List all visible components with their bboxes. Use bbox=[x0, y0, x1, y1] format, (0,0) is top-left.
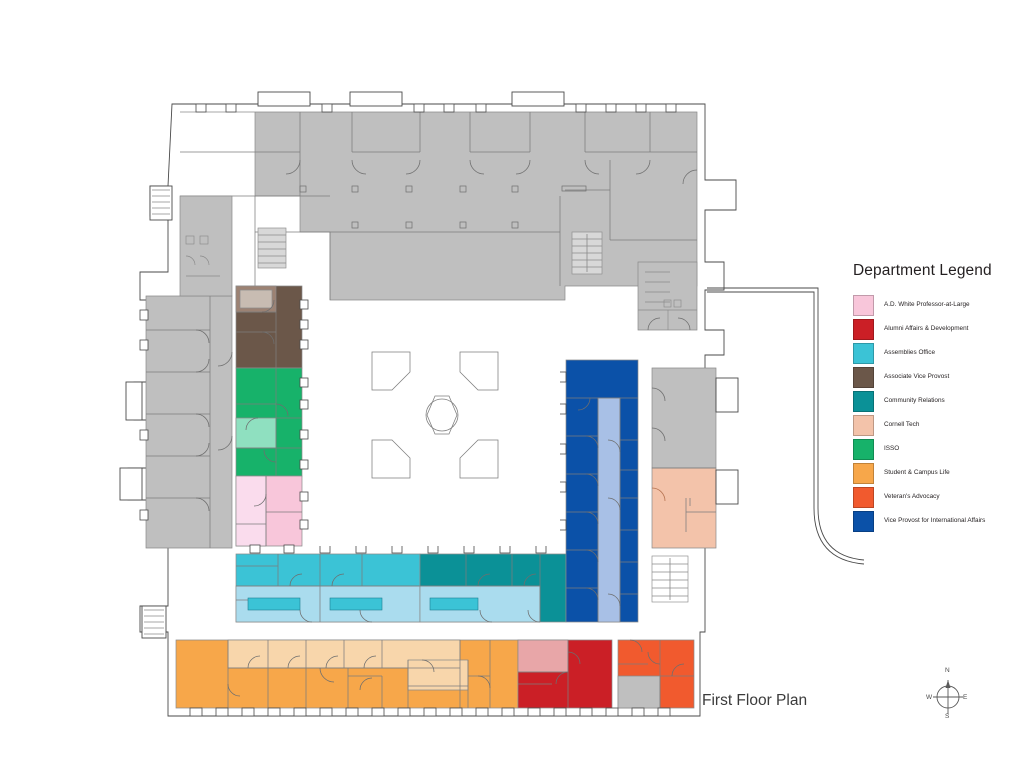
zone-alumni-affairs bbox=[517, 639, 613, 709]
legend-item-label: Alumni Affairs & Development bbox=[884, 325, 969, 332]
legend-item: ISSO bbox=[853, 437, 1021, 461]
zone-north-wing bbox=[180, 91, 698, 301]
south-windows bbox=[189, 707, 671, 717]
legend-item-label: Veteran's Advocacy bbox=[884, 493, 940, 500]
legend-item: Student & Campus Life bbox=[853, 461, 1021, 485]
zone-student-campus-life bbox=[175, 639, 519, 709]
legend-color-swatch bbox=[853, 486, 874, 508]
zone-east-outer-wing bbox=[651, 367, 739, 603]
legend-color-swatch bbox=[853, 342, 874, 364]
compass-rose: N S E W bbox=[925, 667, 971, 720]
legend-item: A.D. White Professor-at-Large bbox=[853, 293, 1021, 317]
legend-item-label: Associate Vice Provost bbox=[884, 373, 950, 380]
legend-item: Assemblies Office bbox=[853, 341, 1021, 365]
legend-leader-line bbox=[707, 287, 865, 565]
legend-item-label: Assemblies Office bbox=[884, 349, 936, 356]
zone-associate-vice-provost bbox=[235, 285, 303, 369]
zone-west-outer-wing bbox=[119, 295, 233, 549]
zone-ad-white bbox=[235, 475, 303, 547]
legend-item: Associate Vice Provost bbox=[853, 365, 1021, 389]
compass-south-label: S bbox=[945, 713, 950, 720]
legend-item-label: ISSO bbox=[884, 445, 900, 452]
legend-color-swatch bbox=[853, 510, 874, 532]
legend-item: Cornell Tech bbox=[853, 413, 1021, 437]
legend-item-label: Student & Campus Life bbox=[884, 469, 950, 476]
stair-north bbox=[571, 231, 603, 275]
legend-item-label: Vice Provost for International Affairs bbox=[884, 517, 986, 524]
legend-title: Department Legend bbox=[853, 262, 992, 279]
southwest-entry bbox=[141, 605, 167, 639]
legend-color-swatch bbox=[853, 366, 874, 388]
legend-color-swatch bbox=[853, 390, 874, 412]
legend-item-label: A.D. White Professor-at-Large bbox=[884, 301, 970, 308]
legend-item: Vice Provost for International Affairs bbox=[853, 509, 1021, 533]
courtyard-fountain bbox=[425, 395, 459, 435]
zone-community-relations bbox=[419, 553, 567, 623]
compass-icon bbox=[933, 680, 963, 714]
stair-northwest bbox=[257, 227, 287, 269]
legend-item: Alumni Affairs & Development bbox=[853, 317, 1021, 341]
zone-veterans-advocacy bbox=[617, 639, 695, 709]
legend-item-label: Cornell Tech bbox=[884, 421, 920, 428]
compass-west-label: W bbox=[926, 694, 933, 701]
legend-color-swatch bbox=[853, 294, 874, 316]
legend-color-swatch bbox=[853, 462, 874, 484]
page-title: First Floor Plan bbox=[702, 692, 808, 709]
legend-item-label: Community Relations bbox=[884, 397, 945, 404]
legend-color-swatch bbox=[853, 318, 874, 340]
compass-north-label: N bbox=[945, 667, 950, 674]
legend-color-swatch bbox=[853, 438, 874, 460]
legend-color-swatch bbox=[853, 414, 874, 436]
compass-east-label: E bbox=[963, 694, 968, 701]
zone-northeast-service bbox=[637, 261, 698, 331]
courtyard bbox=[310, 308, 560, 546]
legend-item: Community Relations bbox=[853, 389, 1021, 413]
department-legend: Department Legend A.D. White Professor-a… bbox=[853, 262, 1021, 533]
zone-assemblies-office bbox=[235, 553, 421, 623]
legend-item: Veteran's Advocacy bbox=[853, 485, 1021, 509]
zone-vice-provost-international bbox=[557, 359, 639, 623]
west-entry-stair bbox=[149, 185, 233, 297]
zone-isso bbox=[235, 367, 303, 477]
